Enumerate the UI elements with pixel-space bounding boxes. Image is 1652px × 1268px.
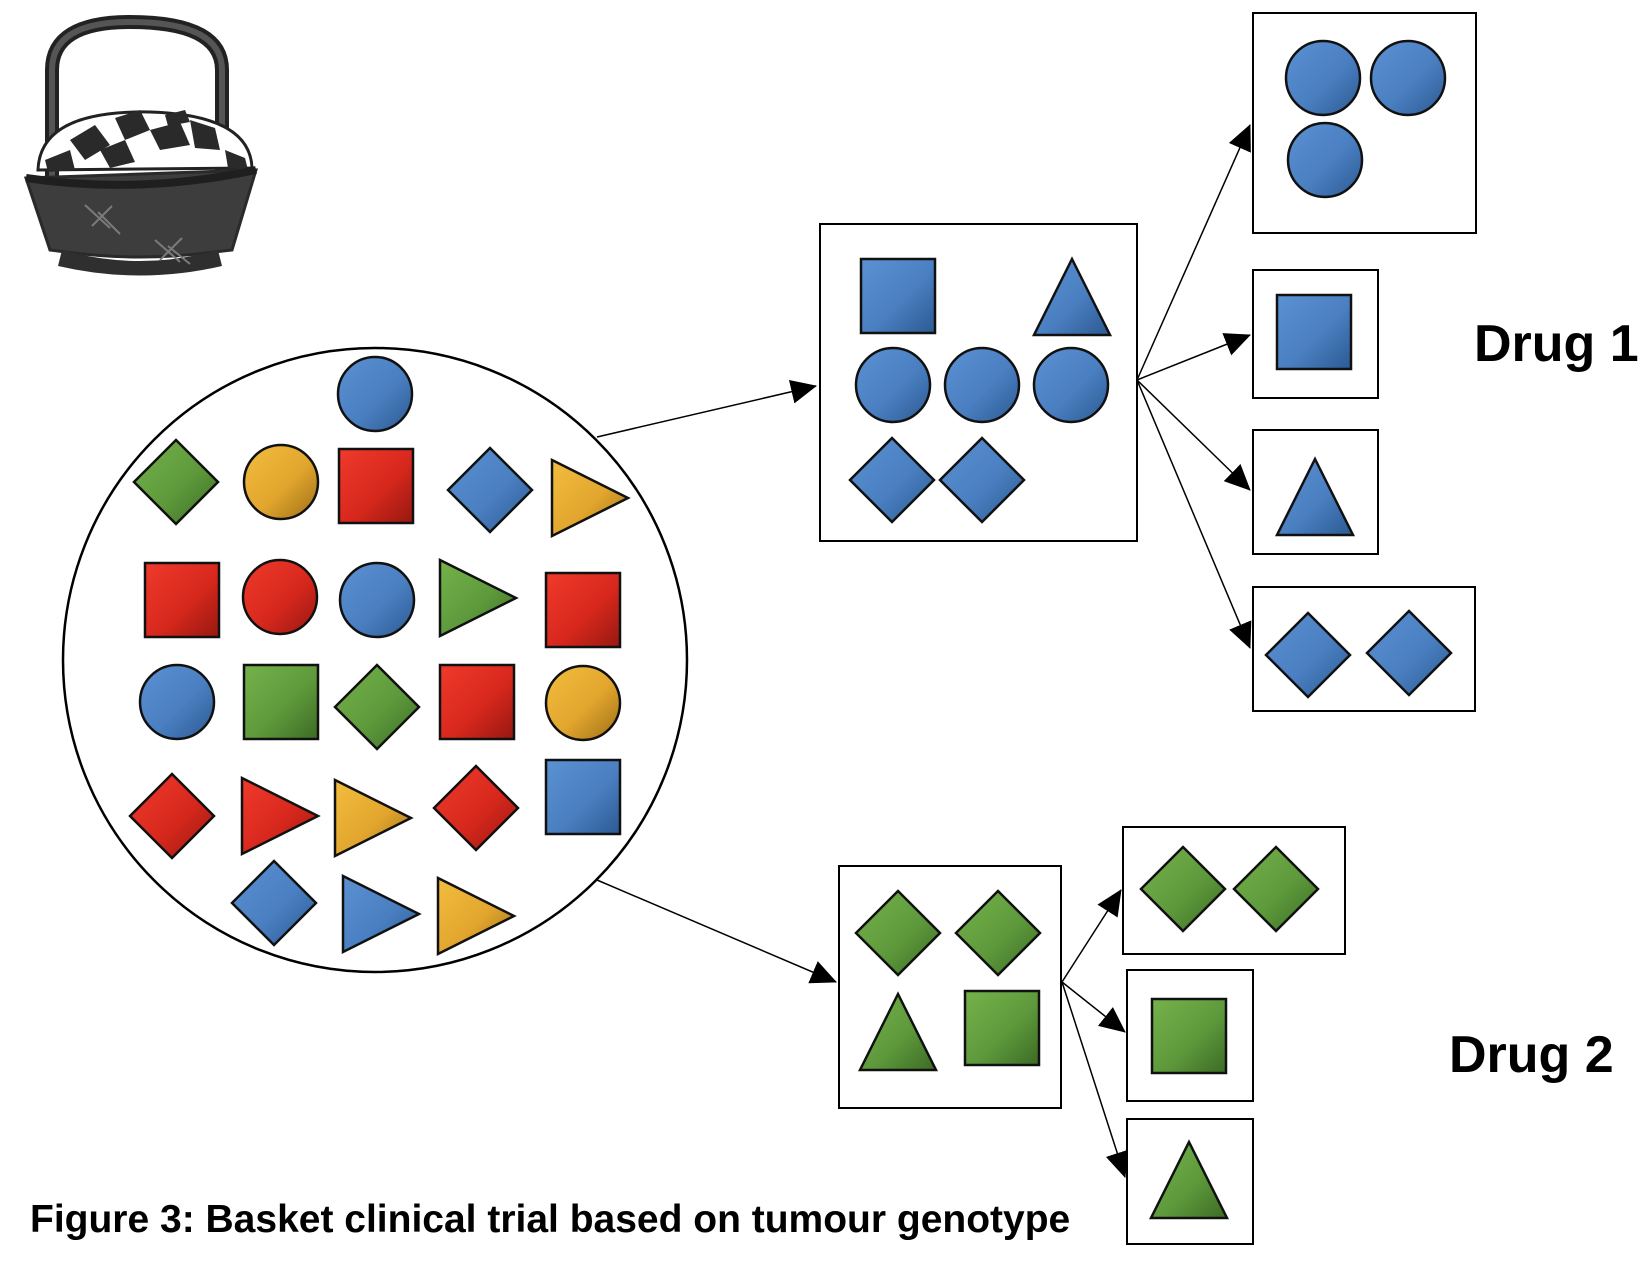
red-diamond-shape [128, 772, 216, 860]
yellow-triangle-right-shape [436, 875, 517, 957]
green-diamond-shape [132, 438, 220, 526]
arrow-drug2-triangle [1061, 981, 1129, 1178]
red-square-shape [337, 447, 415, 525]
blue-triangle-shape [1031, 256, 1113, 337]
blue-circle-shape [336, 355, 414, 433]
drug2-basket-box [838, 865, 1062, 1109]
red-triangle-right-shape [240, 775, 321, 857]
red-diamond-shape [432, 764, 520, 852]
figure-caption: Figure 3: Basket clinical trial based on… [30, 1198, 1071, 1241]
basket-icon [23, 14, 259, 276]
patient-pool-circle [61, 346, 689, 974]
connectors [596, 124, 1252, 1178]
arrow-to-drug2-basket [596, 879, 837, 984]
blue-diamond-shape [230, 859, 318, 947]
blue-circle-shape [1369, 39, 1447, 117]
green-square-shape [242, 663, 320, 741]
arrow-drug1-square [1136, 333, 1251, 381]
green-triangle-shape [1148, 1139, 1230, 1220]
arrow-drug2-square [1061, 981, 1126, 1033]
blue-circle-shape [1286, 121, 1364, 199]
green-square-shape [1150, 997, 1228, 1075]
blue-diamond-shape [1365, 609, 1453, 697]
blue-circle-shape [854, 346, 932, 424]
red-circle-shape [241, 558, 319, 636]
arrow-drug2-diamonds [1061, 889, 1122, 983]
yellow-circle-shape [242, 443, 320, 521]
red-square-shape [544, 571, 622, 649]
blue-diamond-shape [848, 436, 936, 524]
green-diamond-shape [954, 889, 1042, 977]
green-triangle-right-shape [438, 557, 519, 639]
blue-circle-shape [943, 346, 1021, 424]
blue-circle-shape [338, 561, 416, 639]
blue-diamond-shape [1264, 611, 1352, 699]
arrow-drug1-diamonds [1136, 379, 1252, 649]
blue-diamond-shape [938, 436, 1026, 524]
green-triangle-shape [857, 991, 939, 1072]
green-diamond-shape [1139, 845, 1227, 933]
blue-square-shape [1275, 293, 1353, 371]
tumour-shapes [128, 39, 1453, 1220]
green-diamond-shape [333, 663, 421, 751]
arrow-to-drug1-basket [596, 379, 817, 438]
blue-triangle-shape [1274, 456, 1356, 537]
blue-circle-shape [1032, 346, 1110, 424]
blue-circle-shape [1284, 39, 1362, 117]
red-square-shape [438, 663, 516, 741]
arrow-drug1-triangle [1136, 379, 1251, 491]
green-square-shape [963, 989, 1041, 1067]
drug1-label: Drug 1 [1474, 315, 1639, 373]
blue-diamond-shape [446, 446, 534, 534]
drug1-circles-box [1252, 12, 1477, 234]
yellow-circle-shape [544, 664, 622, 742]
blue-circle-shape [138, 663, 216, 741]
yellow-triangle-right-shape [333, 777, 414, 859]
green-diamond-shape [854, 889, 942, 977]
blue-square-shape [859, 257, 937, 335]
drug2-label: Drug 2 [1449, 1026, 1614, 1084]
arrow-drug1-circles [1136, 124, 1251, 381]
blue-square-shape [544, 758, 622, 836]
red-square-shape [143, 561, 221, 639]
yellow-triangle-right-shape [550, 457, 631, 539]
green-diamond-shape [1232, 845, 1320, 933]
blue-triangle-right-shape [341, 873, 422, 955]
